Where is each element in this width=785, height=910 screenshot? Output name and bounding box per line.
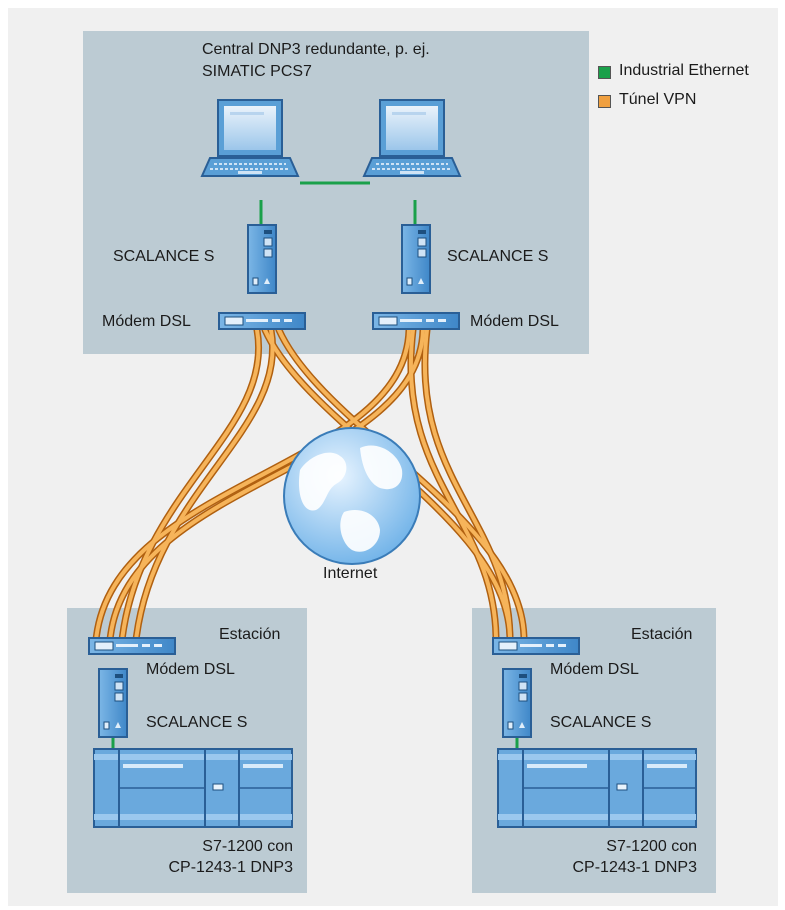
central-modem-right-label: Módem DSL (470, 313, 559, 330)
station-right-dsl-modem-icon (492, 637, 580, 655)
station-left-plc-line1: S7-1200 con (202, 838, 293, 855)
globe-icon (283, 427, 421, 565)
station-right-plc-line2: CP-1243-1 DNP3 (572, 859, 698, 876)
legend-ethernet-label: Industrial Ethernet (619, 62, 749, 79)
legend-vpn-label: Túnel VPN (619, 91, 697, 108)
central-panel (83, 31, 589, 354)
station-left-dsl-modem-icon (88, 637, 176, 655)
station-left-modem-label: Módem DSL (146, 661, 235, 678)
station-right-plc-icon (497, 748, 697, 828)
station-left-scalance-icon (98, 668, 128, 738)
scalance-icon-left (247, 224, 277, 294)
station-left-plc-line2: CP-1243-1 DNP3 (168, 859, 294, 876)
station-left-plc-icon (93, 748, 293, 828)
vpn-tunnels (92, 326, 528, 644)
station-right-modem-label: Módem DSL (550, 661, 639, 678)
dsl-modem-icon-left (218, 312, 306, 330)
station-right-scalance-icon (502, 668, 532, 738)
pc-icon-right (363, 99, 461, 177)
station-right-scalance-label: SCALANCE S (550, 714, 652, 731)
pc-icon-left (201, 99, 299, 177)
scalance-icon-right (401, 224, 431, 294)
dsl-modem-icon-right (372, 312, 460, 330)
central-scalance-right-label: SCALANCE S (447, 248, 549, 265)
central-title-line1: Central DNP3 redundante, p. ej. (202, 41, 430, 58)
station-right-plc-line1: S7-1200 con (606, 838, 697, 855)
central-scalance-left-label: SCALANCE S (113, 248, 215, 265)
station-right-title: Estación (631, 626, 693, 643)
legend-vpn-swatch (598, 95, 611, 108)
internet-label: Internet (323, 565, 378, 582)
legend-ethernet-swatch (598, 66, 611, 79)
station-left-title: Estación (219, 626, 281, 643)
station-left-scalance-label: SCALANCE S (146, 714, 248, 731)
central-title-line2: SIMATIC PCS7 (202, 63, 312, 80)
central-modem-left-label: Módem DSL (102, 313, 191, 330)
